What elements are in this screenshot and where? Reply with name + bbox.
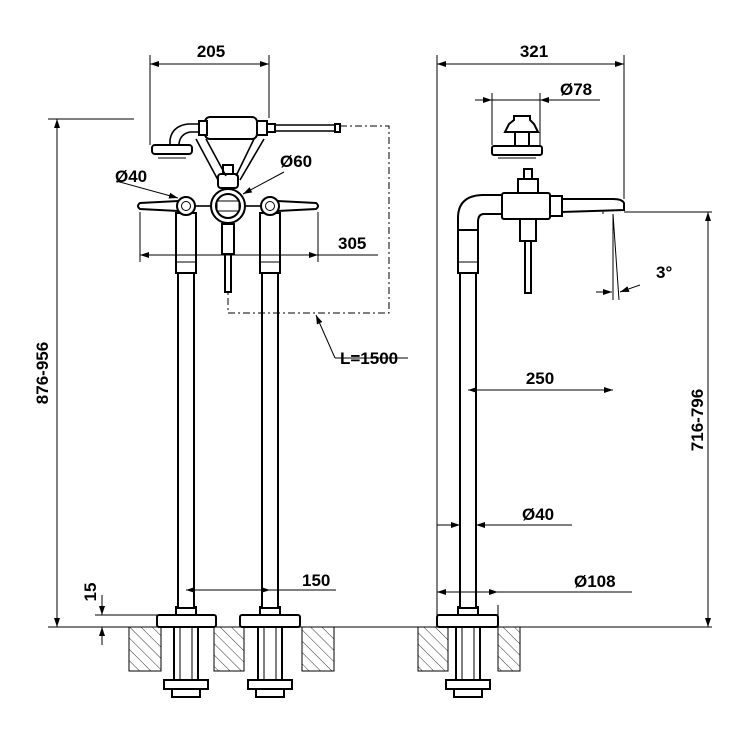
side-floor-hatching: [417, 626, 521, 672]
side-spout: [561, 198, 625, 214]
side-handshower: [491, 115, 543, 159]
dim-base-diameter: Ø108: [437, 572, 632, 615]
dim-column-diameter: Ø40: [437, 505, 572, 528]
front-columns: [175, 212, 281, 609]
hose-outline: [227, 125, 390, 314]
dim-spout-reach: 250: [468, 369, 613, 393]
dim-base-thickness-label: 15: [81, 583, 100, 602]
dim-column-diameter-label: Ø40: [522, 505, 554, 524]
dim-column-spacing: 150: [186, 571, 336, 593]
dim-spout-reach-label: 250: [526, 369, 554, 388]
side-underfloor-fittings: [445, 626, 491, 698]
front-handles: [137, 196, 319, 216]
dim-handle-diameter-label: Ø40: [115, 167, 147, 186]
side-valve-body: [501, 168, 563, 294]
dim-base-thickness: 15: [81, 583, 157, 645]
dim-handle-diameter: Ø40: [115, 167, 179, 199]
dim-305: 305: [139, 212, 378, 262]
dim-spout-height: 716-796: [624, 211, 712, 627]
dim-spout-height-label: 716-796: [688, 389, 707, 451]
front-floor-flanges: [156, 606, 301, 628]
dim-column-spacing-label: 150: [302, 571, 330, 590]
dim-overall-height: 876-956: [33, 118, 134, 627]
dim-center-diameter-label: Ø60: [280, 152, 312, 171]
side-floor-flange: [436, 606, 499, 628]
dim-321-label: 321: [520, 42, 548, 61]
dim-205: 205: [149, 42, 270, 145]
dim-overall-height-label: 876-956: [33, 342, 52, 404]
dim-205-label: 205: [197, 42, 225, 61]
side-view: 321 Ø78 3° 250 716-79: [417, 42, 712, 698]
front-view: 205 Ø40 Ø60 305 L=1500: [33, 42, 408, 698]
dim-center-diameter: Ø60: [242, 152, 312, 195]
dim-base-diameter-label: Ø108: [574, 572, 616, 591]
dim-hose-length-label: L=1500: [340, 349, 398, 368]
side-column: [457, 194, 503, 609]
dim-spout-angle-label: 3°: [656, 263, 672, 282]
front-shower-assembly: [151, 116, 341, 181]
dim-shower-diameter-label: Ø78: [560, 80, 592, 99]
front-center-valve: [210, 164, 246, 293]
front-floor-hatching: [128, 626, 335, 672]
dim-321: 321: [436, 42, 625, 615]
dim-shower-diameter: Ø78: [475, 80, 600, 145]
dim-hose-length: L=1500: [315, 314, 408, 368]
front-underfloor-fittings: [163, 626, 293, 698]
dim-spout-angle: 3°: [596, 213, 672, 301]
dim-305-label: 305: [338, 234, 366, 253]
